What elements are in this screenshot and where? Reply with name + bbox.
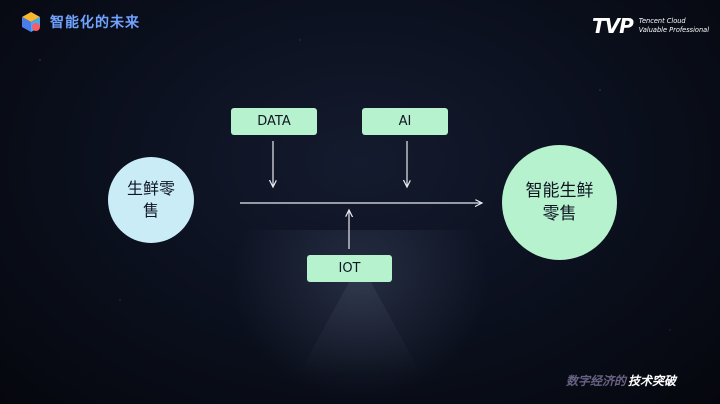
tvp-caption: Tencent Cloud Valuable Professional	[639, 17, 709, 35]
input-tag-iot: IOT	[307, 255, 392, 282]
source-node-fresh-retail: 生鲜零售	[108, 157, 194, 243]
tvp-caption-line2: Valuable Professional	[638, 26, 710, 34]
input-tag-ai: AI	[362, 108, 448, 135]
source-node-label: 生鲜零售	[126, 179, 175, 220]
colorful-cube-logo-icon	[22, 12, 40, 32]
tvp-caption-line1: Tencent Cloud	[638, 17, 686, 25]
target-node-smart-fresh-retail: 智能生鲜零售	[502, 145, 617, 260]
watermark-faded-text: 数字经济的	[566, 374, 627, 388]
event-watermark: 数字经济的 技术突破	[566, 372, 676, 389]
tvp-brand: TVP Tencent Cloud Valuable Professional	[592, 14, 709, 38]
slide-series-title: 智能化的未来	[50, 15, 140, 31]
tvp-logo-mark: TVP	[592, 14, 634, 38]
watermark-bold-text: 技术突破	[628, 374, 677, 388]
target-node-label: 智能生鲜零售	[525, 180, 594, 224]
slide-header: 智能化的未来	[20, 11, 140, 33]
input-tag-data: DATA	[231, 108, 317, 135]
